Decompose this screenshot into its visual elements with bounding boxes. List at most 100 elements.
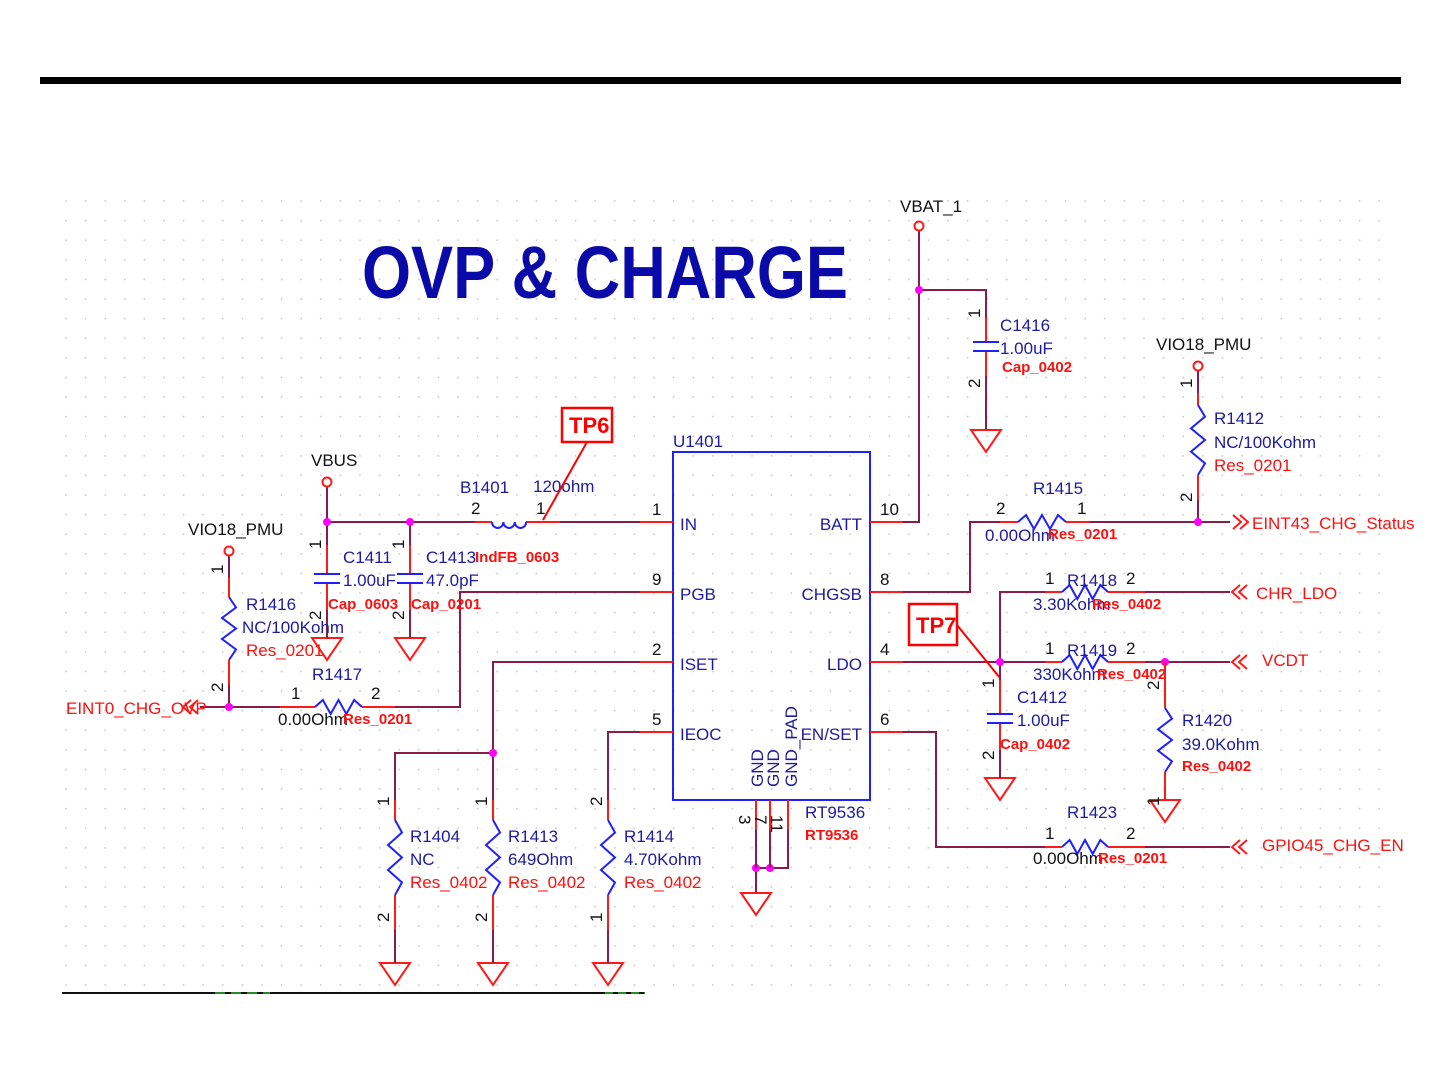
r1418-footprint: Res_0402 [1092,596,1161,613]
r1423-value: 0.00Ohm [1033,849,1103,868]
resistor-r1404[interactable]: R1404 NC Res_0402 1 2 [374,797,488,963]
resistor-r1414[interactable]: R1414 4.70Kohm Res_0402 2 1 [587,797,702,963]
power-vbus-label: VBUS [311,451,357,470]
r1416-ref: R1416 [246,595,296,614]
pin-num-gnd-7: 7 [751,815,770,824]
resistor-body-icon [220,596,238,661]
page-title: OVP & CHARGE [362,231,848,314]
c1411-value: 1.00uF [343,571,396,590]
r1418-pin1: 1 [1045,569,1054,588]
b1401-ref: B1401 [460,478,509,497]
pin-name-gnd-3: GND [748,749,767,787]
test-point-tp6[interactable]: TP6 [542,406,614,521]
r1415-value: 0.00Ohm [985,526,1055,545]
port-eint0[interactable]: EINT0_CHG_OVP [66,699,207,718]
resistor-r1417[interactable]: R1417 0.00Ohm Res_0201 1 2 [278,665,412,729]
power-vbat-label: VBAT_1 [900,197,962,216]
r1416-pin1: 1 [208,565,227,574]
power-vio18-right-label: VIO18_PMU [1156,335,1251,354]
b1401-value: 120ohm [533,477,594,496]
capacitor-c1411[interactable]: C1411 1.00uF Cap_0603 1 2 [306,540,398,638]
resistor-body-icon [1156,707,1174,773]
pin-num-pgb: 9 [652,570,661,589]
resistor-r1413[interactable]: R1413 649Ohm Res_0402 1 2 [472,797,586,963]
pin-num-gnd-11: 11 [767,815,786,833]
ic-u1401[interactable]: U1401 RT9536 RT9536 1 9 2 5 IN PGB ISET … [640,432,903,868]
pin-name-chgsb: CHGSB [802,585,862,604]
r1412-ref: R1412 [1214,409,1264,428]
r1416-value: NC/100Kohm [242,618,344,637]
resistor-r1412[interactable]: R1412 NC/100Kohm Res_0201 1 2 [1177,379,1316,502]
resistor-body-icon [599,819,617,896]
power-vio18-left[interactable]: VIO18_PMU [188,520,283,557]
capacitor-c1413[interactable]: C1413 47.0pF Cap_0201 1 2 [389,540,481,638]
c1413-pin1: 1 [389,540,408,549]
b1401-pin1: 1 [536,499,545,518]
resistor-r1423[interactable]: R1423 1 2 0.00Ohm Res_0201 [1033,803,1167,868]
c1416-footprint: Cap_0402 [1002,359,1072,376]
port-eint43[interactable]: EINT43_CHG_Status [1232,514,1415,533]
pin-name-batt: BATT [820,515,862,534]
r1419-ref: R1419 [1067,641,1117,660]
test-point-tp7[interactable]: TP7 [907,602,1001,679]
resistor-body-icon [1189,404,1207,476]
pin-num-gnd-3: 3 [735,815,754,824]
r1420-ref: R1420 [1182,711,1232,730]
pin-name-ieoc: IEOC [680,725,722,744]
ic-part: RT9536 [805,803,865,822]
c1411-pin1: 1 [306,540,325,549]
r1417-ref: R1417 [312,665,362,684]
capacitor-c1412[interactable]: C1412 1.00uF Cap_0402 1 2 [979,679,1070,778]
power-vio18-right[interactable]: VIO18_PMU [1156,335,1251,372]
pin-name-iset: ISET [680,655,718,674]
port-vcdt[interactable]: VCDT [1230,651,1308,670]
resistor-body-icon [386,819,404,896]
r1416-footprint: Res_0201 [246,641,324,660]
r1419-value: 330Kohm [1033,665,1106,684]
pin-num-chgsb: 8 [880,570,889,589]
c1412-pin1: 1 [979,679,998,688]
r1419-footprint: Res_0402 [1097,666,1166,683]
r1412-value: NC/100Kohm [1214,433,1316,452]
r1415-pin1: 1 [1077,499,1086,518]
tp7-label: TP7 [916,613,956,638]
r1420-pin2: 2 [1144,681,1163,690]
resistor-r1415[interactable]: R1415 2 1 0.00Ohm Res_0201 [985,479,1117,545]
pin-name-pgb: PGB [680,585,716,604]
port-gpio45-label: GPIO45_CHG_EN [1262,836,1404,855]
port-eint43-label: EINT43_CHG_Status [1252,514,1415,533]
r1414-ref: R1414 [624,827,674,846]
ground-icon [739,892,773,917]
r1413-footprint: Res_0402 [508,873,586,892]
r1420-pin1: 1 [1144,797,1163,806]
r1415-ref: R1415 [1033,479,1083,498]
pin-num-batt: 10 [880,500,899,519]
capacitor-c1416[interactable]: C1416 1.00uF Cap_0402 1 2 [965,309,1072,388]
resistor-r1418[interactable]: 1 R1418 2 3.30Kohm Res_0402 [1033,569,1161,614]
r1418-pin2: 2 [1126,569,1135,588]
r1414-value: 4.70Kohm [624,850,702,869]
c1416-value: 1.00uF [1000,339,1053,358]
r1417-footprint: Res_0201 [343,711,412,728]
r1412-footprint: Res_0201 [1214,456,1292,475]
resistor-r1419[interactable]: 1 R1419 2 330Kohm Res_0402 [1033,639,1166,684]
resistor-body-icon [1017,512,1067,532]
r1417-value: 0.00Ohm [278,710,348,729]
port-gpio45[interactable]: GPIO45_CHG_EN [1230,836,1404,855]
r1412-pin1: 1 [1177,379,1196,388]
power-vbat[interactable]: VBAT_1 [900,197,962,232]
r1418-ref: R1418 [1067,571,1117,590]
header-bar [40,77,1401,84]
ic-part-footprint: RT9536 [805,827,858,844]
inductor-b1401[interactable]: B1401 120ohm IndFB_0603 2 1 [460,477,594,566]
r1423-pin1: 1 [1045,824,1054,843]
pin-num-enset: 6 [880,710,889,729]
resistor-r1416[interactable]: R1416 NC/100Kohm Res_0201 1 2 [208,565,344,692]
r1404-ref: R1404 [410,827,460,846]
port-chr-ldo[interactable]: CHR_LDO [1230,584,1337,603]
pin-name-enset: EN/SET [801,725,862,744]
pin-num-in: 1 [652,500,661,519]
resistor-r1420[interactable]: R1420 39.0Kohm Res_0402 2 1 [1144,662,1260,806]
power-vbus[interactable]: VBUS [311,451,357,488]
